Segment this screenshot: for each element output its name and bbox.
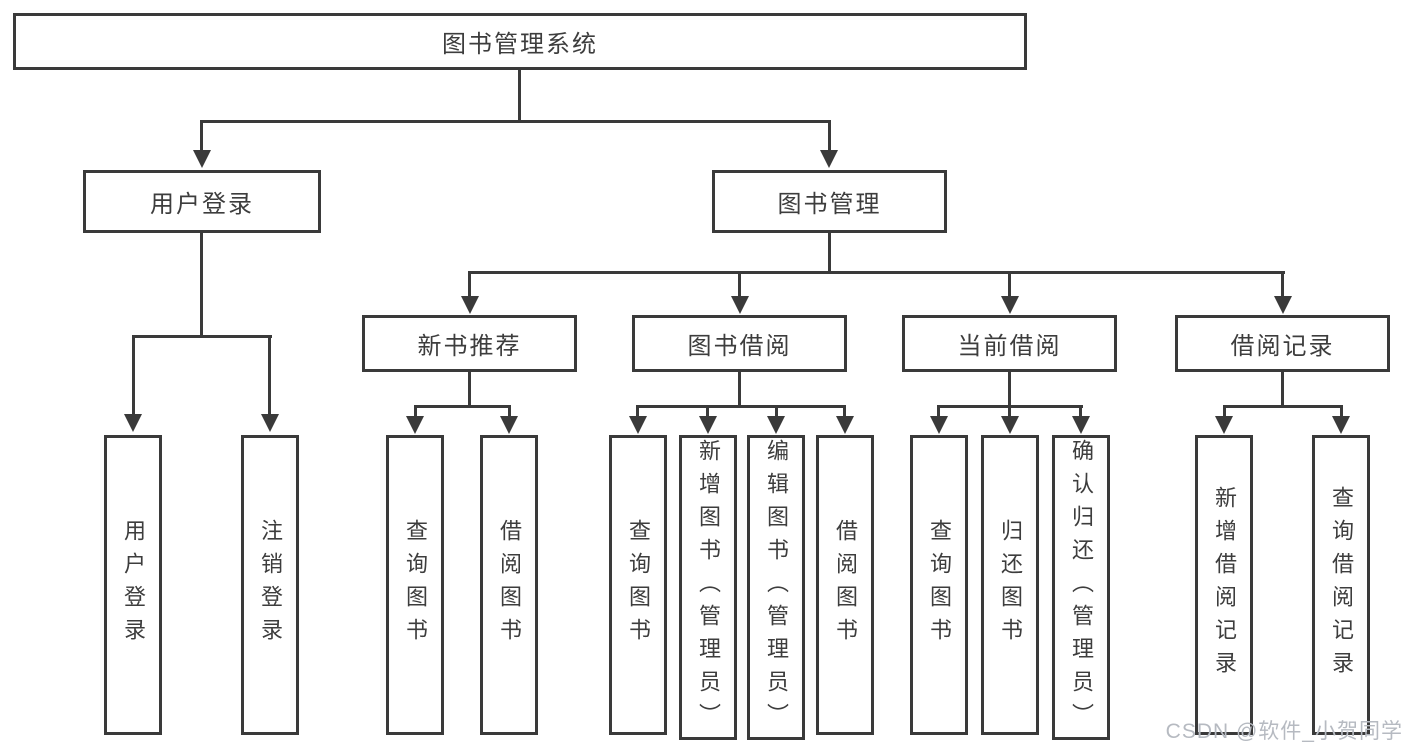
leaf-confirm-return-admin: 确认归还（管理员）	[1052, 435, 1110, 740]
connector-arrow-stem	[636, 405, 639, 419]
connector-arrow-stem	[132, 335, 135, 416]
leaf-query-books-current: 查询图书	[910, 435, 968, 735]
connector-arrow-stem	[1079, 405, 1082, 419]
connector-arrow-stem	[706, 405, 709, 419]
down-arrowhead-icon	[699, 416, 717, 434]
connector-arrow-stem	[200, 120, 203, 152]
down-arrowhead-icon	[500, 416, 518, 434]
leaf-add-books-admin: 新增图书（管理员）	[679, 435, 737, 740]
connector-arrow-stem	[1008, 405, 1011, 419]
leaf-label: 编辑图书（管理员）	[764, 439, 789, 736]
leaf-label: 查询图书	[403, 519, 428, 651]
leaf-label: 查询图书	[626, 519, 651, 651]
leaf-query-books-borrow: 查询图书	[609, 435, 667, 735]
connector-userlogin-stem	[200, 233, 203, 338]
connector-bookmgmt-hbar	[468, 271, 1285, 274]
leaf-borrow-books-recommend: 借阅图书	[480, 435, 538, 735]
node-borrow-records: 借阅记录	[1175, 315, 1390, 372]
connector-records-stem	[1281, 372, 1284, 408]
down-arrowhead-icon	[1215, 416, 1233, 434]
connector-root-hbar	[200, 120, 831, 123]
connector-arrow-stem	[1008, 271, 1011, 299]
node-root-system: 图书管理系统	[13, 13, 1027, 70]
leaf-label: 借阅图书	[497, 519, 522, 651]
node-book-borrow: 图书借阅	[632, 315, 847, 372]
leaf-label: 新增借阅记录	[1212, 486, 1237, 684]
leaf-return-books: 归还图书	[981, 435, 1039, 735]
connector-borrow-stem	[738, 372, 741, 408]
leaf-query-borrow-record: 查询借阅记录	[1312, 435, 1370, 735]
down-arrowhead-icon	[767, 416, 785, 434]
leaf-borrow-books: 借阅图书	[816, 435, 874, 735]
connector-borrow-hbar	[636, 405, 846, 408]
node-new-book-recommend: 新书推荐	[362, 315, 577, 372]
down-arrowhead-icon	[461, 296, 479, 314]
down-arrowhead-icon	[1274, 296, 1292, 314]
leaf-label: 查询图书	[927, 519, 952, 651]
leaf-user-login: 用户登录	[104, 435, 162, 735]
connector-recommend-hbar	[414, 405, 511, 408]
leaf-label: 确认归还（管理员）	[1069, 439, 1094, 736]
connector-arrow-stem	[843, 405, 846, 419]
connector-arrow-stem	[828, 120, 831, 152]
connector-arrow-stem	[268, 335, 271, 416]
leaf-label: 查询借阅记录	[1329, 486, 1354, 684]
connector-arrow-stem	[414, 405, 417, 419]
leaf-logout: 注销登录	[241, 435, 299, 735]
leaf-edit-books-admin: 编辑图书（管理员）	[747, 435, 805, 740]
down-arrowhead-icon	[1332, 416, 1350, 434]
connector-current-stem	[1008, 372, 1011, 408]
node-current-borrow: 当前借阅	[902, 315, 1117, 372]
down-arrowhead-icon	[261, 414, 279, 432]
connector-arrow-stem	[738, 271, 741, 299]
leaf-add-borrow-record: 新增借阅记录	[1195, 435, 1253, 735]
connector-userlogin-hbar	[132, 335, 272, 338]
connector-arrow-stem	[508, 405, 511, 419]
connector-records-hbar	[1223, 405, 1343, 408]
csdn-watermark: CSDN @软件_小贺同学	[1165, 720, 1403, 743]
connector-arrow-stem	[1223, 405, 1226, 419]
down-arrowhead-icon	[836, 416, 854, 434]
connector-arrow-stem	[1340, 405, 1343, 419]
connector-root-stem	[518, 70, 521, 122]
connector-arrow-stem	[775, 405, 778, 419]
leaf-label: 注销登录	[258, 519, 283, 651]
down-arrowhead-icon	[629, 416, 647, 434]
connector-bookmgmt-stem	[828, 233, 831, 274]
down-arrowhead-icon	[1001, 296, 1019, 314]
connector-recommend-stem	[468, 372, 471, 408]
leaf-query-books-recommend: 查询图书	[386, 435, 444, 735]
down-arrowhead-icon	[124, 414, 142, 432]
connector-arrow-stem	[468, 271, 471, 299]
down-arrowhead-icon	[731, 296, 749, 314]
down-arrowhead-icon	[1072, 416, 1090, 434]
node-book-management: 图书管理	[712, 170, 947, 233]
connector-arrow-stem	[1281, 271, 1284, 299]
leaf-label: 归还图书	[998, 519, 1023, 651]
down-arrowhead-icon	[930, 416, 948, 434]
down-arrowhead-icon	[820, 150, 838, 168]
connector-arrow-stem	[937, 405, 940, 419]
leaf-label: 借阅图书	[833, 519, 858, 651]
node-user-login: 用户登录	[83, 170, 321, 233]
down-arrowhead-icon	[1001, 416, 1019, 434]
leaf-label: 用户登录	[121, 519, 146, 651]
leaf-label: 新增图书（管理员）	[696, 439, 721, 736]
down-arrowhead-icon	[406, 416, 424, 434]
down-arrowhead-icon	[193, 150, 211, 168]
